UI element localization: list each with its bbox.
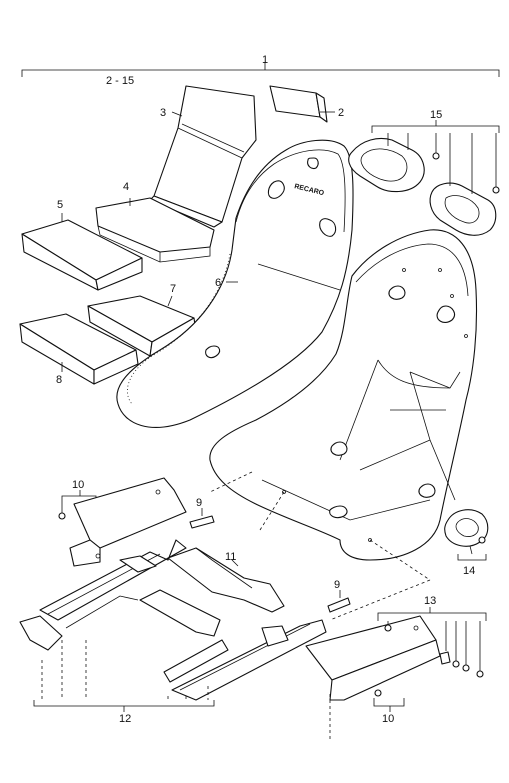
side-flange-part-14 [444, 509, 489, 561]
callout-2-15: 2 - 15 [106, 75, 134, 87]
seat-pad-part-8 [19, 313, 139, 385]
callout-10-left: 10 [72, 479, 84, 491]
mounting-bracket-part-10-left [58, 477, 187, 567]
seat-cushion-part-4 [95, 197, 215, 263]
group-bracket-1 [21, 62, 500, 77]
callout-6: 6 [215, 277, 221, 289]
backrest-cushion-part-3 [149, 85, 257, 228]
side-bracket-part-15 [348, 120, 500, 236]
callout-14: 14 [463, 565, 475, 577]
pad-part-2 [269, 85, 335, 123]
callout-2: 2 [338, 107, 344, 119]
spacer-part-9-lower [327, 590, 351, 613]
cross-frame-part-11 [139, 547, 285, 637]
rail-leaders-12 [33, 640, 215, 712]
spacer-part-9-upper [189, 508, 215, 529]
callout-8: 8 [56, 374, 62, 386]
callout-4: 4 [123, 181, 129, 193]
callout-3: 3 [160, 107, 166, 119]
callout-9-upper: 9 [196, 497, 202, 509]
assembly-leaders [209, 471, 431, 581]
callout-10-right: 10 [382, 713, 394, 725]
fastener-set-part-13 [377, 607, 487, 678]
slide-rail-part-12-front [19, 539, 187, 651]
callout-7: 7 [170, 283, 176, 295]
callout-11: 11 [225, 551, 236, 563]
seat-shell-bare [209, 229, 478, 561]
seat-pad-part-5 [21, 213, 143, 291]
callout-15: 15 [430, 109, 442, 121]
callout-13: 13 [424, 595, 436, 607]
slide-rail-part-12-rear [163, 619, 327, 701]
callout-12: 12 [119, 713, 131, 725]
mounting-bracket-part-10-right [305, 615, 441, 740]
callout-5: 5 [57, 199, 63, 211]
callout-9-lower: 9 [334, 579, 340, 591]
callout-1: 1 [262, 54, 268, 66]
wedge-cushion-part-7 [87, 295, 197, 357]
